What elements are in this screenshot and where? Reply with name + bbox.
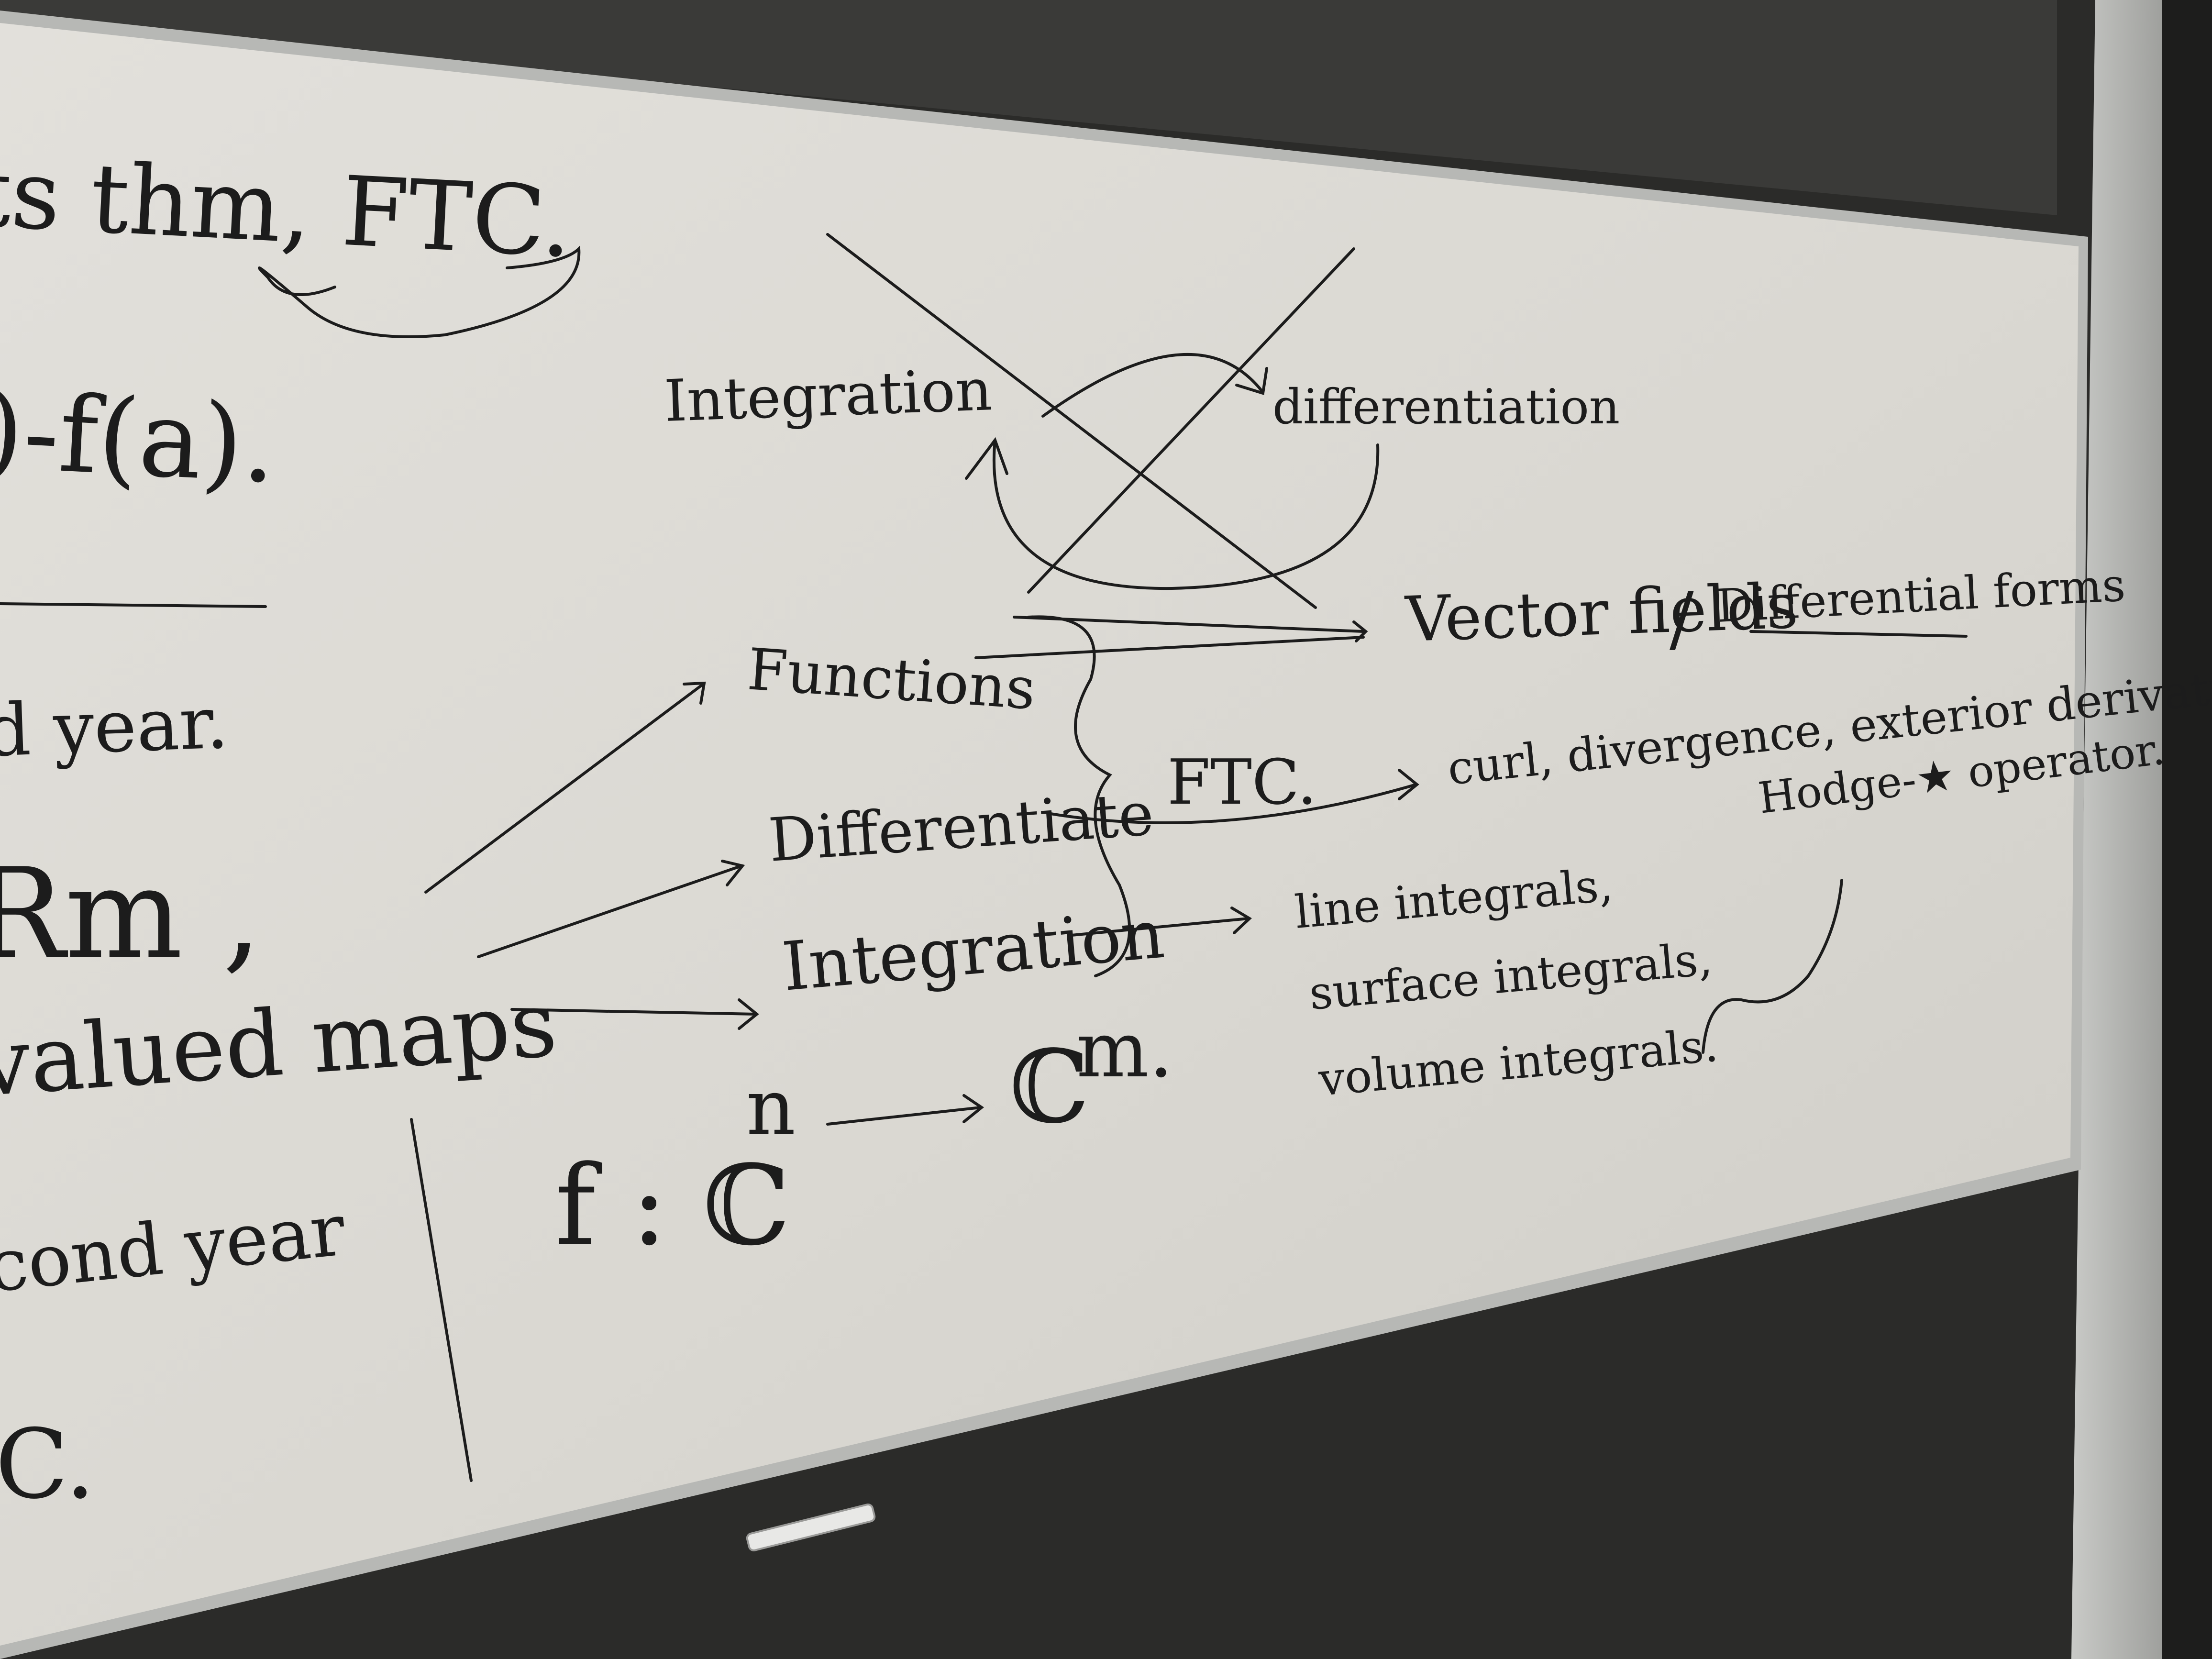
- arrow-head-integration: [738, 998, 759, 1030]
- whiteboard-surface: [0, 23, 2079, 1646]
- cross-line-1: [826, 233, 1317, 609]
- upper-blackboard: [0, 0, 2057, 215]
- map-c-label: ℂ: [1009, 1029, 1089, 1146]
- arrow-head-functions: [683, 681, 706, 705]
- map-m-label: m.: [1076, 1005, 1173, 1095]
- arrow-to-integration: [510, 1008, 757, 1016]
- arrow-diff-to-curl: [1046, 783, 1417, 824]
- top-arc: [1041, 353, 1264, 418]
- top-arc-head: [1235, 367, 1268, 395]
- squiggle: [1702, 879, 1843, 1054]
- arrow-head-differentiate: [721, 860, 745, 886]
- ink-strokes: [0, 233, 1968, 1482]
- bottom-arc-head: [965, 437, 1008, 480]
- map-arrow-head: [962, 1094, 984, 1123]
- map-arrow: [826, 1106, 982, 1126]
- rm-text: Rm ,: [0, 842, 262, 986]
- vertical-divider: [410, 1118, 473, 1482]
- arrow-to-differentiate: [477, 864, 743, 958]
- arrow-head-line: [1230, 907, 1252, 934]
- arrow-functions-to-vf: [974, 636, 1365, 659]
- arrow-to-vector-fields: [1013, 616, 1365, 633]
- divider-line: [0, 602, 267, 608]
- tray-clip: [746, 1503, 876, 1552]
- ftc-label: FTC.: [1167, 746, 1317, 818]
- c-letter-text: C.: [0, 1409, 95, 1520]
- arrow-to-functions: [424, 683, 705, 894]
- loop-arrow-stroke: [258, 245, 581, 338]
- year-text: d year.: [0, 681, 230, 773]
- slash-label: /: [1670, 577, 1694, 661]
- brace: [1027, 615, 1131, 977]
- map-n-label: n: [746, 1062, 796, 1152]
- map-f-label: f : ℂ: [555, 1142, 790, 1270]
- bottom-arc: [992, 439, 1380, 590]
- fa-text: )-f(a).: [0, 369, 279, 507]
- arrow-int-to-line: [1070, 917, 1250, 937]
- integration-label: Integration: [663, 357, 993, 435]
- dark-edge: [2162, 0, 2212, 1659]
- vector-fields-label: Vector fields: [1404, 569, 1800, 656]
- arrow-head-curl: [1398, 769, 1419, 800]
- differentiation-label: differentiation: [1272, 379, 1620, 435]
- side-frame: [2071, 0, 2162, 1659]
- cross-line-2: [1027, 247, 1355, 594]
- forms-underline: [1749, 630, 1968, 638]
